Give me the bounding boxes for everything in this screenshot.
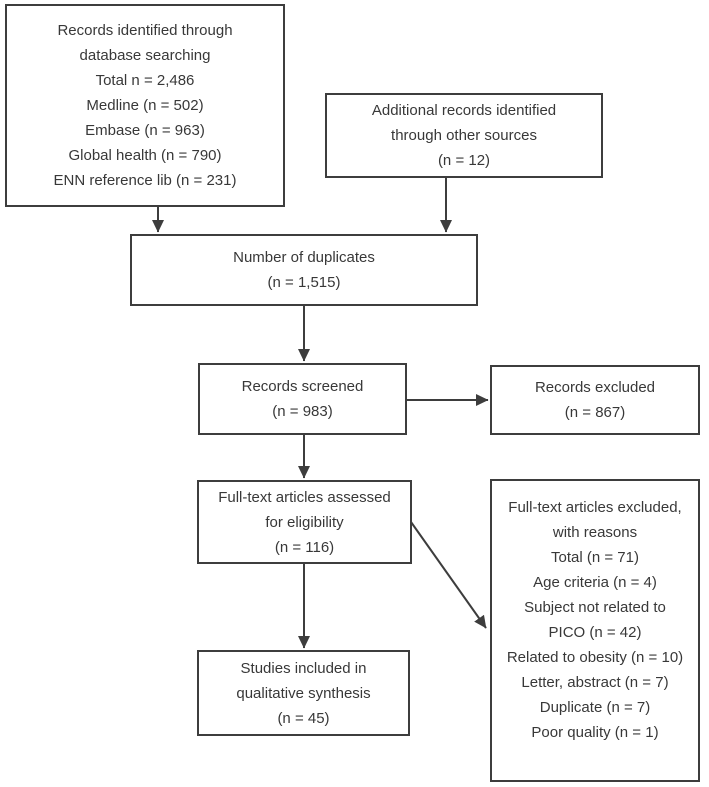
text-line: (n = 12) <box>437 152 491 169</box>
text-line: for eligibility <box>265 513 344 531</box>
text-line: Embase (n = 963) <box>85 122 205 139</box>
text-line: Total n = 2,486 <box>95 72 195 89</box>
text-line: Related to obesity (n = 10) <box>506 649 684 666</box>
box-duplicates: Number of duplicates (n = 1,515) <box>130 234 478 306</box>
box-fulltext-assessed: Full-text articles assessed for eligibil… <box>197 480 412 564</box>
text-line: (n = 1,515) <box>267 274 341 291</box>
text-line: Records identified through <box>57 22 233 39</box>
box-records-screened: Records screened (n = 983) <box>198 363 407 435</box>
text-line: (n = 45) <box>277 709 330 727</box>
text-line: Additional records identified <box>371 102 557 119</box>
arrow-assessed-to-fulltext-excluded <box>410 521 487 629</box>
text-line: Studies included in <box>240 659 367 677</box>
text-line: Duplicate (n = 7) <box>539 699 651 716</box>
text-line: through other sources <box>391 127 537 144</box>
text-line: (n = 867) <box>564 404 626 421</box>
text-line: Total (n = 71) <box>551 549 639 566</box>
text-line: Full-text articles excluded, <box>508 499 682 516</box>
text-line: Records screened <box>241 378 364 395</box>
text-line: Age criteria (n = 4) <box>533 574 657 591</box>
text-line: with reasons <box>552 524 638 541</box>
text-line: Letter, abstract (n = 7) <box>521 674 669 691</box>
box-additional-records: Additional records identified through ot… <box>325 93 603 178</box>
box-records-excluded: Records excluded (n = 867) <box>490 365 700 435</box>
text-line: PICO (n = 42) <box>548 624 642 641</box>
text-line: ENN reference lib (n = 231) <box>53 172 237 189</box>
text-line: Full-text articles assessed <box>218 488 391 506</box>
text-line: Global health (n = 790) <box>68 147 222 164</box>
text-line: Records excluded <box>534 379 656 396</box>
text-line: Poor quality (n = 1) <box>531 724 659 741</box>
box-fulltext-excluded: Full-text articles excluded, with reason… <box>490 479 700 782</box>
text-line: (n = 116) <box>274 538 335 556</box>
box-studies-included: Studies included in qualitative synthesi… <box>197 650 410 736</box>
text-line: database searching <box>79 47 211 64</box>
text-line: Medline (n = 502) <box>86 97 204 114</box>
text-line: (n = 983) <box>272 403 333 420</box>
text-line: Number of duplicates <box>233 249 375 266</box>
text-line: qualitative synthesis <box>236 684 371 702</box>
text-line: Subject not related to <box>524 599 666 616</box>
box-records-identified: Records identified through database sear… <box>5 4 285 207</box>
